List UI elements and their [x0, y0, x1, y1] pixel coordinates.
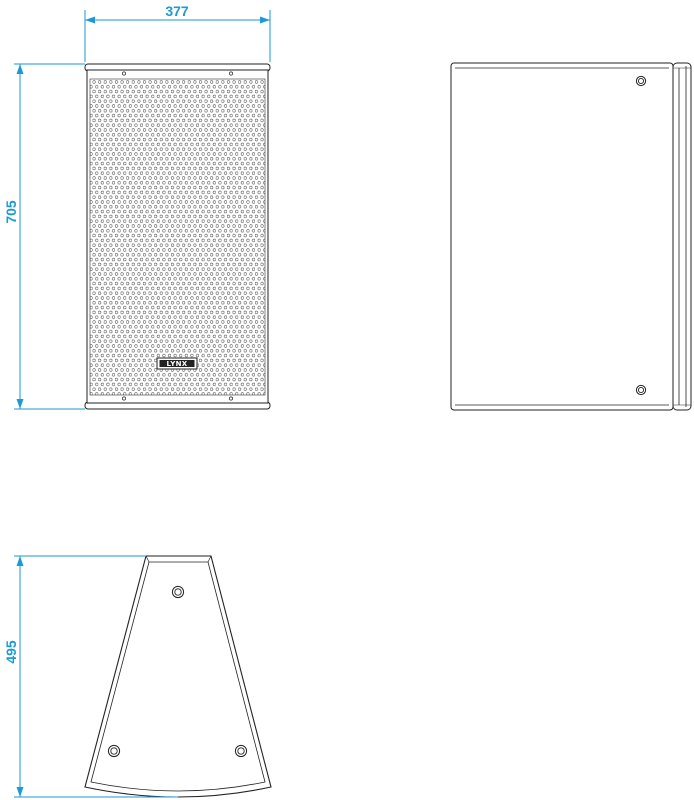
height-dimension: 705 — [3, 63, 85, 410]
depth-dimension-label: 495 — [3, 640, 19, 664]
top-view — [84, 555, 272, 798]
top-fixing-point-upper — [171, 585, 185, 599]
depth-dimension: 495 — [3, 555, 178, 798]
side-fixing-point-bottom — [635, 384, 647, 396]
front-screw-top-left — [122, 71, 126, 76]
logo-text: LYNX — [167, 360, 188, 368]
front-screw-top-right — [229, 71, 233, 76]
side-grille-edge — [672, 62, 692, 411]
front-view: LYNX — [84, 63, 271, 410]
width-dimension: 377 — [84, 3, 271, 62]
height-dimension-label: 705 — [3, 200, 19, 224]
width-dimension-label: 377 — [165, 3, 189, 19]
side-view — [450, 62, 692, 411]
front-grille — [89, 78, 266, 396]
top-fixing-point-left — [107, 744, 121, 758]
logo-badge: LYNX — [156, 357, 198, 370]
top-view-outline — [84, 555, 272, 798]
front-screw-bottom-left — [122, 396, 126, 401]
top-fixing-point-right — [234, 744, 248, 758]
side-fixing-point-top — [635, 75, 647, 87]
top-view-inner-outline — [90, 561, 266, 792]
front-screw-bottom-right — [229, 396, 233, 401]
side-body — [450, 62, 674, 411]
